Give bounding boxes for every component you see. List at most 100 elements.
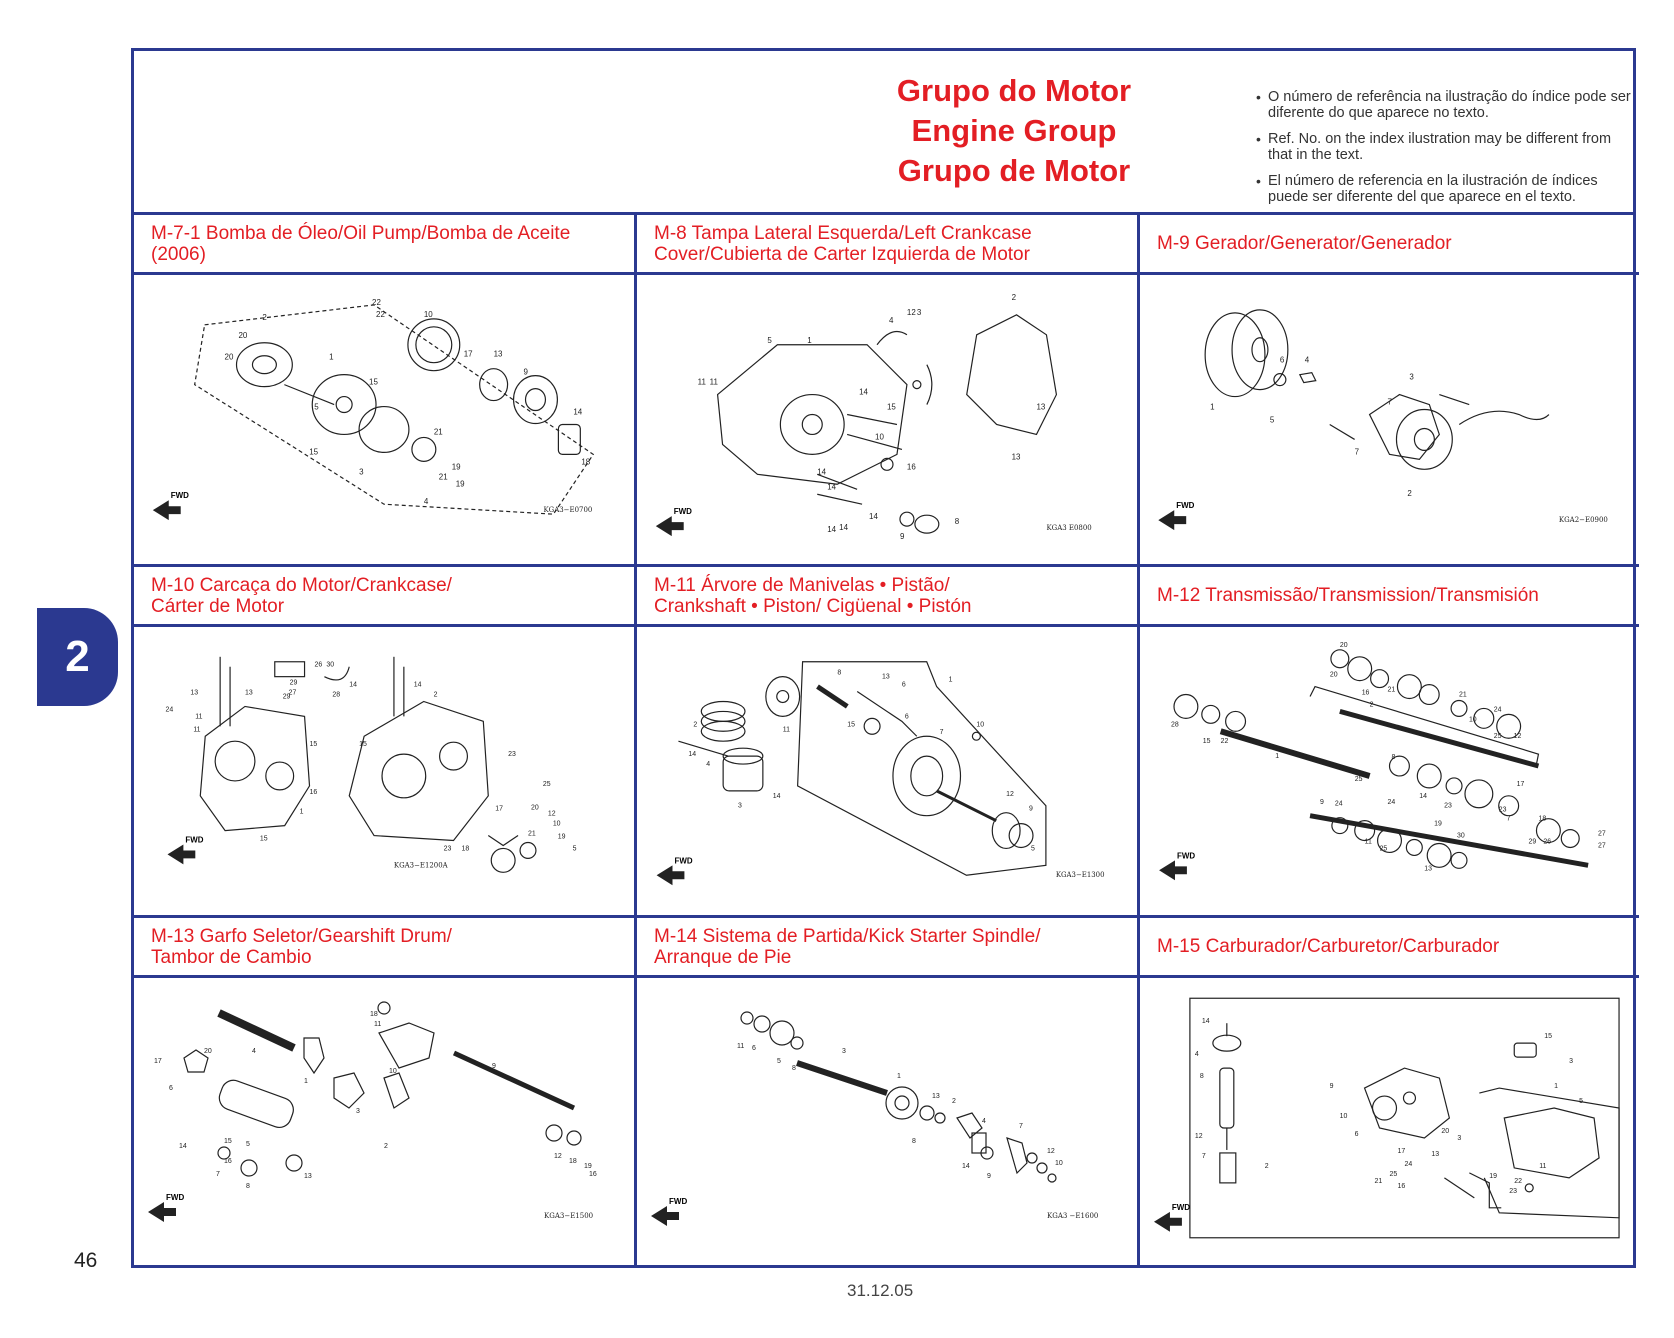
- svg-text:11: 11: [783, 726, 790, 733]
- svg-text:2: 2: [952, 1098, 956, 1105]
- svg-text:20: 20: [1340, 642, 1348, 649]
- svg-text:19: 19: [1489, 1173, 1497, 1180]
- svg-text:15: 15: [369, 378, 378, 387]
- svg-text:13: 13: [932, 1093, 940, 1100]
- svg-text:25: 25: [1380, 845, 1388, 852]
- svg-text:2: 2: [1407, 489, 1412, 498]
- chapter-number: 2: [65, 632, 90, 681]
- svg-text:5: 5: [246, 1141, 250, 1148]
- svg-text:7: 7: [216, 1171, 220, 1178]
- svg-text:17: 17: [1397, 1148, 1405, 1155]
- svg-text:FWD: FWD: [674, 856, 692, 865]
- svg-text:14: 14: [817, 467, 826, 476]
- svg-text:28: 28: [1171, 721, 1179, 728]
- svg-text:FWD: FWD: [669, 1197, 687, 1206]
- svg-text:13: 13: [304, 1173, 312, 1180]
- section-title: M-15 Carburador/Carburetor/Carburador: [1140, 918, 1639, 978]
- svg-text:21: 21: [434, 427, 443, 436]
- section-m15[interactable]: M-15 Carburador/Carburetor/Carburador: [1140, 918, 1639, 1268]
- svg-text:29: 29: [1529, 838, 1537, 845]
- svg-text:25: 25: [1355, 776, 1363, 783]
- fwd-arrow-icon: FWD: [655, 507, 692, 537]
- svg-text:1: 1: [1554, 1083, 1558, 1090]
- svg-text:KGA3−E1300: KGA3−E1300: [1056, 871, 1105, 879]
- fwd-arrow-icon: FWD: [152, 491, 189, 521]
- svg-text:20: 20: [225, 353, 234, 362]
- svg-text:7: 7: [1202, 1153, 1206, 1160]
- svg-text:12: 12: [1195, 1133, 1203, 1140]
- svg-text:11: 11: [737, 1043, 744, 1050]
- svg-text:FWD: FWD: [171, 491, 189, 500]
- svg-text:24: 24: [1388, 799, 1396, 806]
- svg-text:15: 15: [1544, 1033, 1552, 1040]
- svg-text:17: 17: [495, 806, 503, 813]
- svg-text:8: 8: [837, 670, 841, 677]
- svg-text:1: 1: [949, 677, 953, 684]
- section-m7-1[interactable]: M-7-1 Bomba de Óleo/Oil Pump/Bomba de Ac…: [134, 215, 637, 567]
- title-es: Grupo de Motor: [897, 153, 1131, 188]
- svg-text:6: 6: [905, 713, 909, 720]
- svg-text:21: 21: [528, 831, 536, 838]
- svg-text:13: 13: [245, 690, 253, 697]
- svg-text:14: 14: [869, 512, 878, 521]
- section-m12[interactable]: M-12 Transmissão/Transmission/Transmisió…: [1140, 567, 1639, 918]
- svg-text:20: 20: [1441, 1128, 1449, 1135]
- svg-text:16: 16: [1397, 1183, 1405, 1190]
- svg-text:1: 1: [1275, 753, 1279, 760]
- svg-text:14: 14: [859, 388, 868, 397]
- svg-text:1: 1: [304, 1078, 308, 1085]
- fwd-arrow-icon: FWD: [656, 856, 693, 886]
- svg-text:24: 24: [1404, 1161, 1412, 1168]
- svg-text:11: 11: [698, 378, 707, 387]
- svg-text:26: 26: [314, 662, 322, 669]
- svg-text:24: 24: [166, 706, 174, 713]
- svg-text:10: 10: [1469, 716, 1477, 723]
- svg-text:4: 4: [706, 761, 710, 768]
- svg-text:16: 16: [907, 462, 916, 471]
- svg-text:20: 20: [239, 331, 248, 340]
- svg-text:10: 10: [875, 432, 884, 441]
- svg-text:8: 8: [1200, 1073, 1204, 1080]
- svg-text:12: 12: [1047, 1148, 1055, 1155]
- svg-text:5: 5: [777, 1058, 781, 1065]
- svg-text:15: 15: [260, 836, 268, 843]
- svg-text:3: 3: [738, 803, 742, 810]
- svg-text:3: 3: [1409, 373, 1414, 382]
- svg-text:16: 16: [224, 1158, 232, 1165]
- section-m8[interactable]: M-8 Tampa Lateral Esquerda/Left Crankcas…: [637, 215, 1140, 567]
- section-title: M-9 Gerador/Generator/Generador: [1140, 215, 1639, 275]
- section-title: M-14 Sistema de Partida/Kick Starter Spi…: [637, 918, 1137, 978]
- svg-text:13: 13: [494, 350, 503, 359]
- svg-text:4: 4: [424, 497, 429, 506]
- svg-text:12: 12: [548, 811, 556, 818]
- section-m13[interactable]: M-13 Garfo Seletor/Gearshift Drum/ Tambo…: [134, 918, 637, 1268]
- svg-text:4: 4: [982, 1118, 986, 1125]
- svg-text:11: 11: [1539, 1163, 1546, 1170]
- svg-text:14: 14: [962, 1163, 970, 1170]
- svg-text:16: 16: [310, 789, 318, 796]
- svg-text:21: 21: [1388, 687, 1396, 694]
- section-title: M-11 Árvore de Manivelas • Pistão/ Crank…: [637, 567, 1137, 627]
- svg-text:21: 21: [1375, 1178, 1383, 1185]
- svg-text:9: 9: [987, 1173, 991, 1180]
- svg-text:2: 2: [434, 692, 438, 699]
- svg-text:12: 12: [1514, 733, 1522, 740]
- svg-text:20: 20: [531, 805, 539, 812]
- svg-text:4: 4: [1305, 356, 1310, 365]
- section-m10[interactable]: M-10 Carcaça do Motor/Crankcase/ Cárter …: [134, 567, 637, 918]
- svg-text:10: 10: [1340, 1113, 1348, 1120]
- svg-text:14: 14: [827, 482, 836, 491]
- section-m11[interactable]: M-11 Árvore de Manivelas • Pistão/ Crank…: [637, 567, 1140, 918]
- svg-text:16: 16: [1362, 690, 1370, 697]
- page-title-block: Grupo do Motor Engine Group Grupo de Mot…: [714, 71, 1314, 191]
- page-number: 46: [74, 1249, 98, 1272]
- svg-text:18: 18: [1538, 816, 1546, 823]
- section-m14[interactable]: M-14 Sistema de Partida/Kick Starter Spi…: [637, 918, 1140, 1268]
